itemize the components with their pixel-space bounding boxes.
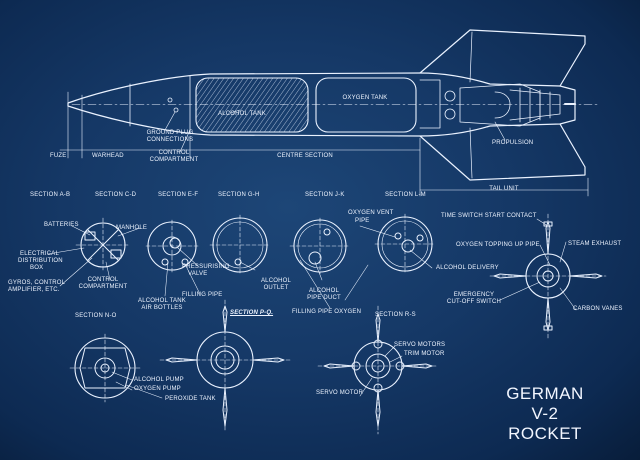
alcohol-pipe-label-2: PIPE DUCT: [307, 295, 341, 301]
dimension-lines: [59, 91, 589, 197]
pressurising-label-1: PRESSURISING: [182, 264, 230, 270]
section-no: [69, 333, 141, 403]
section-tail-end: [489, 213, 607, 341]
section-ab: [75, 217, 131, 273]
alcohol-pipe-label-1: ALCOHOL: [308, 288, 340, 294]
trim-motor-label: TRIM MOTOR: [404, 351, 445, 357]
carbon-vanes-label: CARBON VANES: [573, 306, 623, 312]
gyros-label-1: GYROS, CONTROL: [8, 280, 66, 286]
ground-plug-label-1: GROUND PLUG: [146, 130, 194, 136]
air-bottles-label: AIR BOTTLES: [141, 305, 183, 311]
section-ef: [145, 219, 199, 273]
section-pq-title: SECTION P-Q.: [230, 310, 274, 316]
alcohol-tank-section-label: ALCOHOL TANK: [138, 298, 186, 304]
oxygen-vent-label-1: OXYGEN VENT: [348, 210, 394, 216]
electrical-label-1: ELECTRICAL: [20, 251, 60, 257]
section-gh-title: SECTION G-H: [218, 192, 260, 198]
alcohol-outlet-label-1: ALCOHOL: [260, 278, 292, 284]
rocket-profile: [67, 29, 586, 181]
section-lm: [374, 213, 436, 275]
ground-plug-label-2: CONNECTIONS: [146, 137, 194, 143]
oxygen-vent-label-2: PIPE: [355, 218, 370, 224]
title-line-1: GERMAN: [506, 384, 584, 403]
section-lm-title: SECTION L-M: [385, 192, 426, 198]
oxygen-tank-label: OXYGEN TANK: [342, 95, 388, 101]
oxygen-topping-label: OXYGEN TOPPING UP PIPE: [456, 242, 540, 248]
filling-pipe-oxygen-label: FILLING PIPE OXYGEN: [292, 309, 362, 315]
filling-pipe-label: FILLING PIPE: [182, 292, 223, 298]
steam-exhaust-label: STEAM EXHAUST: [568, 241, 622, 247]
time-switch-label: TIME SWITCH START CONTACT: [441, 213, 537, 219]
manhole-label: MANHOLE: [116, 225, 148, 231]
servo-motors-label: SERVO MOTORS: [394, 342, 446, 348]
propulsion-label: PROPULSION: [492, 140, 534, 146]
gyros-label-2: AMPLIFIER, ETC.: [8, 287, 60, 293]
alcohol-delivery-label: ALCOHOL DELIVERY: [436, 265, 499, 271]
peroxide-tank-label: PEROXIDE TANK: [165, 396, 216, 402]
section-ab-title: SECTION A-B: [30, 192, 71, 198]
section-cd-title: SECTION C-D: [95, 192, 137, 198]
oxygen-pump-label: OXYGEN PUMP: [134, 386, 181, 392]
control-compartment-label-1: CONTROL: [158, 150, 190, 156]
control-compartment-label-2: COMPARTMENT: [149, 157, 199, 163]
batteries-label: BATTERIES: [44, 222, 79, 228]
centre-section-label: CENTRE SECTION: [277, 153, 333, 159]
section-ef-title: SECTION E-F: [158, 192, 199, 198]
control-label-1: CONTROL: [87, 277, 119, 283]
servo-motor-label: SERVO MOTOR: [316, 390, 363, 396]
fuze-label: FUZE: [50, 153, 67, 159]
alcohol-tank-label: ALCOHOL TANK: [218, 111, 266, 117]
section-rs: [317, 305, 439, 435]
section-jk-title: SECTION J-K: [305, 192, 345, 198]
profile-leaders: [164, 109, 506, 153]
tail-unit-label: TAIL UNIT: [489, 186, 519, 192]
section-no-title: SECTION N-O: [75, 313, 117, 319]
section-pq: [159, 299, 291, 433]
title-block: GERMAN V-2 ROCKET: [498, 384, 593, 444]
alcohol-pump-label: ALCOHOL PUMP: [134, 377, 184, 383]
electrical-label-3: BOX: [30, 265, 44, 271]
title-line-2: V-2 ROCKET: [508, 404, 582, 443]
pressurising-label-2: VALVE: [188, 271, 208, 277]
rocket-interior: [71, 75, 601, 135]
warhead-label: WARHEAD: [92, 153, 124, 159]
emergency-label-1: EMERGENCY: [453, 292, 495, 298]
section-rs-title: SECTION R-S: [375, 312, 416, 318]
emergency-label-2: CUT-OFF SWITCH: [446, 299, 502, 305]
section-jk: [289, 217, 351, 275]
control-label-2: COMPARTMENT: [78, 284, 128, 290]
alcohol-outlet-label-2: OUTLET: [263, 285, 289, 291]
electrical-label-2: DISTRIBUTION: [18, 258, 63, 264]
section-leaders: [47, 218, 577, 399]
section-gh: [209, 214, 271, 276]
